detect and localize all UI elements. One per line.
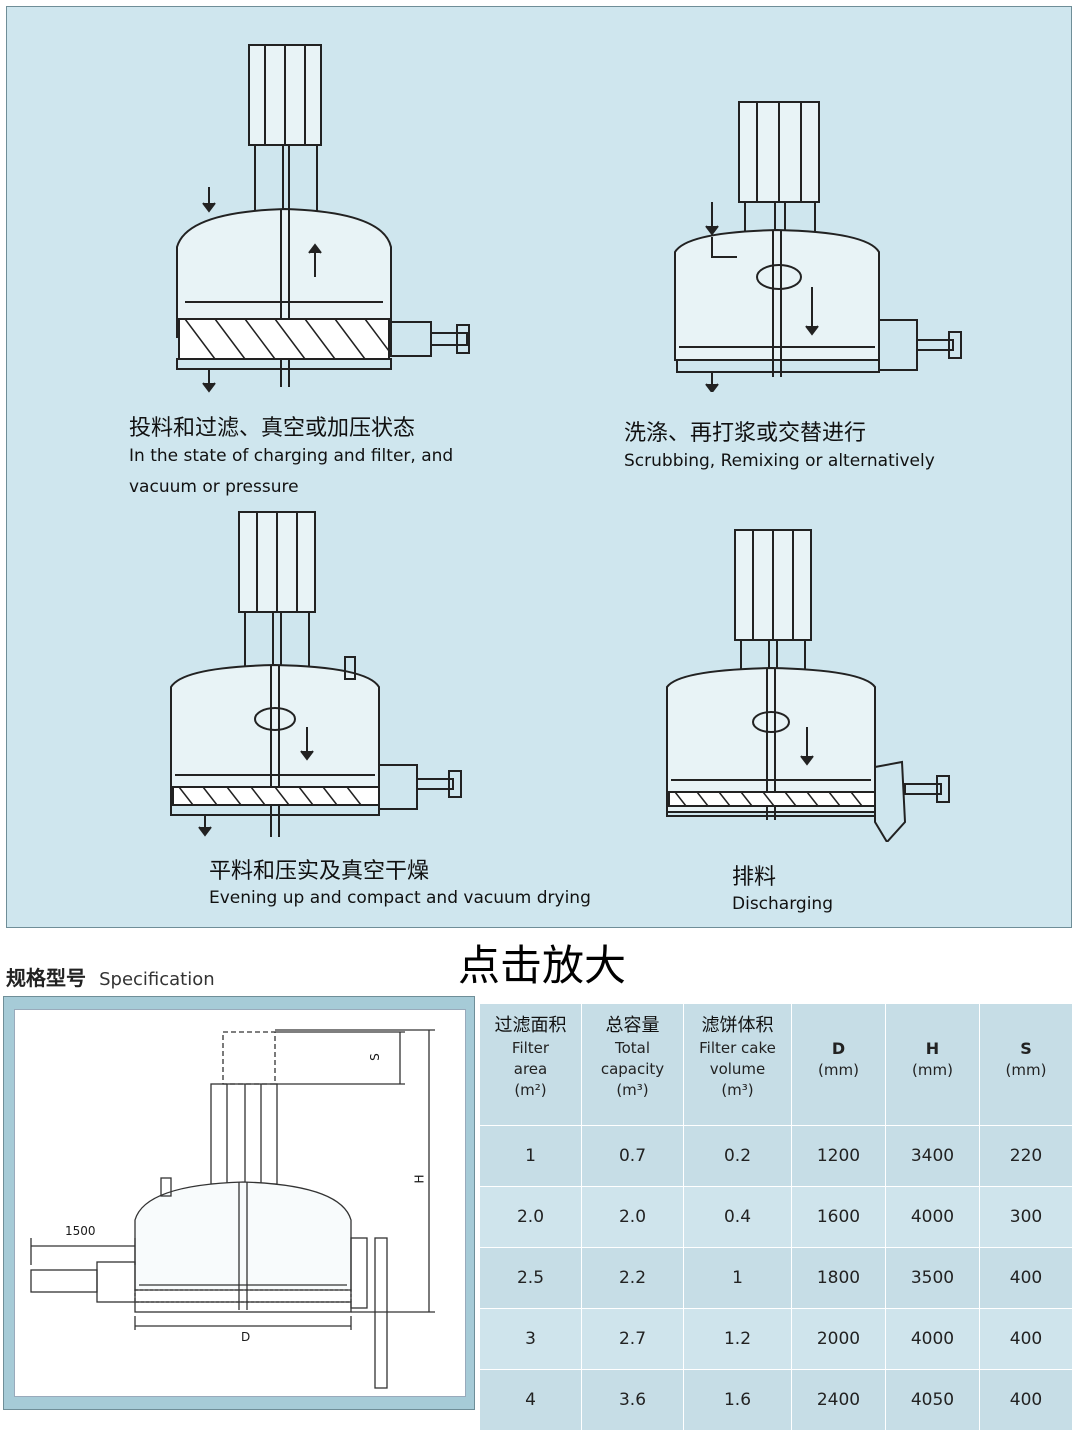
col-filter-cake-volume-en-2: volume — [709, 1060, 766, 1078]
table-cell: 0.2 — [683, 1125, 792, 1187]
table-cell: 3 — [479, 1308, 582, 1370]
spec-heading-zh: 规格型号 — [6, 966, 86, 990]
col-total-capacity: 总容量 Total capacity (m³) — [581, 1003, 684, 1126]
table-cell: 300 — [979, 1186, 1073, 1248]
table-cell: 4 — [479, 1369, 582, 1431]
table-cell: 1 — [683, 1247, 792, 1309]
col-filter-cake-volume: 滤饼体积 Filter cake volume (m³) — [683, 1003, 792, 1126]
zoom-link[interactable]: 点击放大 — [458, 941, 627, 990]
col-s-symbol: S — [1020, 1039, 1032, 1058]
stage-4-title-en: Discharging — [732, 894, 833, 914]
spec-heading-en: Specification — [99, 969, 215, 990]
table-cell: 3400 — [885, 1125, 980, 1187]
col-total-capacity-en-1: Total — [614, 1039, 651, 1057]
col-h-symbol: H — [925, 1039, 940, 1058]
table-cell: 1.2 — [683, 1308, 792, 1370]
col-d: D (mm) — [791, 1003, 886, 1126]
dimension-drawing: 1500 D H S — [14, 1009, 466, 1397]
table-cell: 400 — [979, 1308, 1073, 1370]
col-total-capacity-unit: (m³) — [616, 1081, 649, 1099]
col-h: H (mm) — [885, 1003, 980, 1126]
table-cell: 1800 — [791, 1247, 886, 1309]
table-cell: 2000 — [791, 1308, 886, 1370]
table-cell: 400 — [979, 1369, 1073, 1431]
table-cell: 3.6 — [581, 1369, 684, 1431]
table-cell: 2400 — [791, 1369, 886, 1431]
col-filter-area-en-2: area — [513, 1060, 548, 1078]
col-d-symbol: D — [831, 1039, 846, 1058]
stage-scrubbing-remixing — [657, 92, 977, 392]
col-h-unit: (mm) — [912, 1061, 953, 1079]
stage-4-title-zh: 排料 — [732, 865, 777, 890]
table-cell: 3500 — [885, 1247, 980, 1309]
stage-scrubbing-remixing-illustration — [674, 101, 962, 392]
stage-3-title-zh: 平料和压实及真空干燥 — [209, 859, 430, 884]
table-cell: 1 — [479, 1125, 582, 1187]
dim-stroke-label: S — [367, 1053, 382, 1061]
spec-table-header-row: 过滤面积 Filter area (m²) 总容量 Total capacity… — [479, 1003, 1073, 1126]
table-row: 1 0.7 0.2 1200 3400 220 — [479, 1125, 1073, 1187]
table-cell: 4000 — [885, 1308, 980, 1370]
dim-diameter-label: D — [241, 1330, 251, 1344]
col-filter-cake-volume-unit: (m³) — [721, 1081, 754, 1099]
table-row: 4 3.6 1.6 2400 4050 400 — [479, 1369, 1073, 1431]
stage-1-title-en: In the state of charging and filter, and… — [129, 446, 454, 497]
col-s-unit: (mm) — [1005, 1061, 1047, 1079]
table-cell: 1200 — [791, 1125, 886, 1187]
table-cell: 2.0 — [581, 1186, 684, 1248]
table-cell: 400 — [979, 1247, 1073, 1309]
col-total-capacity-en-2: capacity — [600, 1060, 665, 1078]
col-filter-area-unit: (m²) — [514, 1081, 547, 1099]
col-filter-cake-volume-en-1: Filter cake — [699, 1039, 776, 1057]
table-cell: 0.7 — [581, 1125, 684, 1187]
dim-height-label: H — [412, 1174, 427, 1184]
table-cell: 2.5 — [479, 1247, 582, 1309]
table-cell: 220 — [979, 1125, 1073, 1187]
col-filter-area-en-1: Filter — [511, 1039, 550, 1057]
stage-1-title-zh: 投料和过滤、真空或加压状态 — [129, 416, 416, 441]
spec-table: 过滤面积 Filter area (m²) 总容量 Total capacity… — [479, 1003, 1073, 1431]
stage-charging-filter — [157, 37, 477, 407]
table-row: 2.5 2.2 1 1800 3500 400 — [479, 1247, 1073, 1309]
stage-2-title-zh: 洗涤、再打浆或交替进行 — [624, 421, 867, 446]
stage-discharging — [657, 522, 977, 842]
table-cell: 4000 — [885, 1186, 980, 1248]
col-filter-area: 过滤面积 Filter area (m²) — [479, 1003, 582, 1126]
dimension-drawing-illustration — [30, 1029, 435, 1389]
stage-evening-drying-illustration — [170, 511, 462, 837]
col-total-capacity-zh: 总容量 — [605, 1015, 660, 1036]
stage-discharging-illustration — [666, 529, 950, 842]
spec-heading: 规格型号 Specification — [6, 962, 215, 991]
stage-2-title-en: Scrubbing, Remixing or alternatively — [624, 451, 935, 471]
table-cell: 1600 — [791, 1186, 886, 1248]
table-cell: 2.2 — [581, 1247, 684, 1309]
table-row: 3 2.7 1.2 2000 4000 400 — [479, 1308, 1073, 1370]
stage-evening-drying — [157, 507, 477, 847]
col-s: S (mm) — [979, 1003, 1073, 1126]
table-cell: 2.0 — [479, 1186, 582, 1248]
table-cell: 1.6 — [683, 1369, 792, 1431]
table-cell: 2.7 — [581, 1308, 684, 1370]
col-filter-cake-volume-zh: 滤饼体积 — [701, 1015, 774, 1036]
table-cell: 4050 — [885, 1369, 980, 1431]
col-d-unit: (mm) — [818, 1061, 859, 1079]
stage-charging-filter-illustration — [176, 44, 470, 393]
operation-stages-panel: 投料和过滤、真空或加压状态 In the state of charging a… — [6, 6, 1072, 928]
stage-3-title-en: Evening up and compact and vacuum drying — [209, 888, 591, 908]
dim-offset-label: 1500 — [65, 1224, 96, 1238]
col-filter-area-zh: 过滤面积 — [494, 1015, 567, 1036]
table-cell: 0.4 — [683, 1186, 792, 1248]
dimension-drawing-frame: 1500 D H S — [3, 996, 475, 1410]
table-row: 2.0 2.0 0.4 1600 4000 300 — [479, 1186, 1073, 1248]
